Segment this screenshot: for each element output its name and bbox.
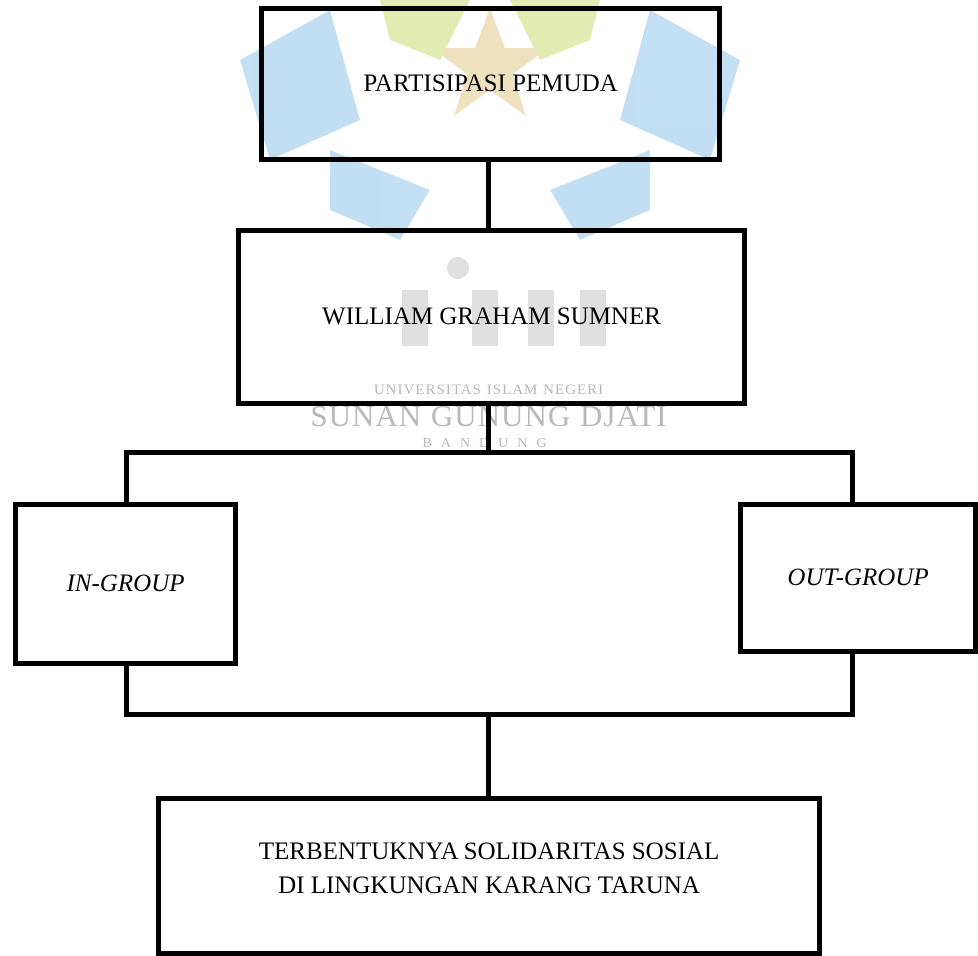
box-out-group-label: OUT-GROUP (787, 564, 929, 592)
branch-left-down (124, 450, 129, 504)
merge-right-up (850, 652, 855, 717)
branch-horizontal-top (124, 450, 855, 455)
box-partisipasi-pemuda-label: PARTISIPASI PEMUDA (363, 70, 618, 98)
box-partisipasi-pemuda: PARTISIPASI PEMUDA (259, 6, 722, 162)
watermark-petal-mid-right (550, 150, 650, 240)
connector-merge-to-bottom (486, 712, 491, 798)
box-in-group-label: IN-GROUP (66, 570, 185, 598)
box-solidaritas-sosial: TERBENTUKNYA SOLIDARITAS SOSIAL DI LINGK… (156, 796, 822, 956)
branch-right-down (850, 450, 855, 504)
box-out-group: OUT-GROUP (738, 502, 978, 654)
connector-second-to-branch (486, 405, 491, 452)
merge-left-up (124, 664, 129, 717)
box-in-group: IN-GROUP (13, 502, 238, 666)
box-william-graham-sumner: WILLIAM GRAHAM SUMNER (236, 228, 747, 406)
box-solidaritas-sosial-line1: TERBENTUKNYA SOLIDARITAS SOSIAL (258, 838, 720, 865)
box-william-graham-sumner-label: WILLIAM GRAHAM SUMNER (322, 303, 661, 331)
box-solidaritas-sosial-line2: DI LINGKUNGAN KARANG TARUNA (278, 871, 700, 899)
watermark-petal-mid-left (330, 150, 430, 240)
connector-top-to-second (486, 160, 491, 230)
